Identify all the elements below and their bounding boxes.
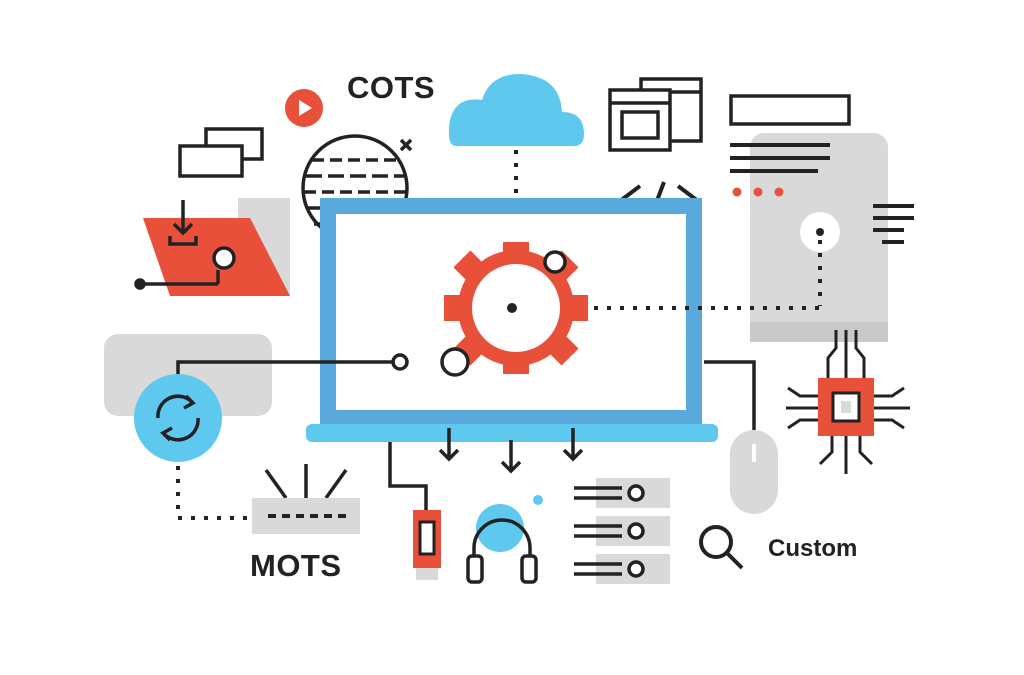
custom-label: Custom (768, 535, 858, 562)
mots-label: MOTS (250, 548, 342, 583)
storage-rack-icon (574, 478, 670, 584)
server-tower-icon (729, 94, 914, 342)
folder-download-icon (134, 198, 290, 296)
usb-cable-icon (388, 442, 441, 580)
download-arrows (438, 428, 584, 474)
gear-icon (440, 242, 588, 377)
browser-windows-icon (608, 77, 703, 152)
mouse-icon (704, 360, 778, 514)
headphones-icon (466, 495, 543, 584)
search-icon (699, 525, 744, 570)
sync-icon (104, 334, 409, 520)
router-icon (252, 464, 360, 534)
play-button-icon (285, 89, 323, 127)
cots-label: COTS (347, 70, 436, 105)
windows-icon (178, 127, 264, 178)
cpu-chip-icon (786, 330, 910, 474)
